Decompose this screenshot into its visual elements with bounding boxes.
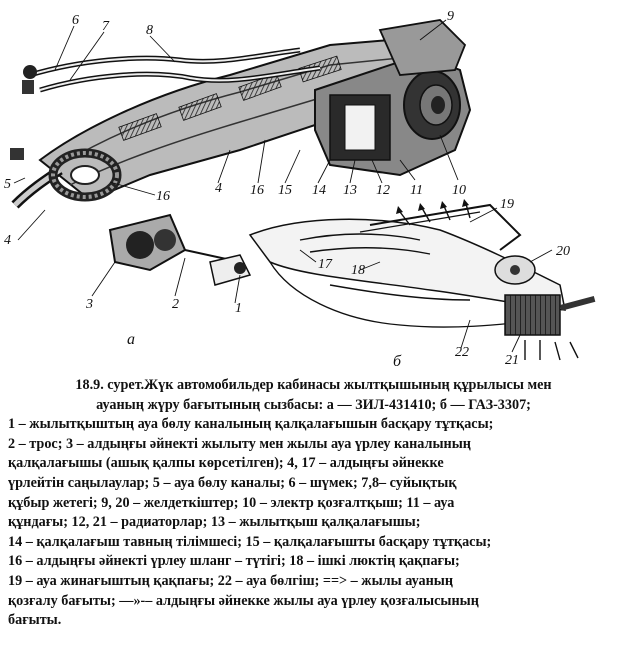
part-a-label: 12 <box>376 183 390 198</box>
part-a-label: 9 <box>447 9 454 24</box>
diagram-a <box>10 19 472 304</box>
part-a-label: 3 <box>85 297 93 312</box>
caption-line: қалқалағышы (ашық қалпы көрсетілген); 4,… <box>8 455 444 472</box>
part-b-label: 21 <box>505 353 519 368</box>
part-a-label: 15 <box>278 183 292 198</box>
part-b-label: 20 <box>556 244 570 259</box>
caption-line: 16 – алдыңғы әйнекті үрлеу шланг – түтіг… <box>8 553 460 570</box>
caption-line: 1 – жылытқыштың ауа бөлу каналының қалқа… <box>8 416 494 433</box>
part-a-label: 4 <box>4 233 11 248</box>
part-a-label: 1 <box>235 301 242 316</box>
part-a-label: 4 <box>215 181 222 196</box>
subfigure-a-label: а <box>127 331 135 348</box>
part-b-label: 18 <box>351 263 365 278</box>
part-a-label: 13 <box>343 183 357 198</box>
part-a-label: 16 <box>250 183 264 198</box>
caption-line: құбыр жетегі; 9, 20 – желдеткіштер; 10 –… <box>8 494 455 511</box>
caption-line: 14 – қалқалағыш тавның тілімшесі; 15 – қ… <box>8 533 492 550</box>
diagram-b <box>248 199 596 361</box>
part-b-label: 19 <box>500 197 514 212</box>
caption-body: 1 – жылытқыштың ауа бөлу каналының қалқа… <box>8 415 619 631</box>
figure-caption: 18.9. сурет.Жүк автомобильдер кабинасы ж… <box>8 376 619 631</box>
part-a-label: 5 <box>4 177 11 192</box>
part-a-label: 2 <box>172 297 179 312</box>
caption-line: қозғалу бағыты; —»-– алдыңғы әйнекке жыл… <box>8 592 479 609</box>
caption-line: бағыты. <box>8 612 62 629</box>
part-b-label: 17 <box>318 257 333 272</box>
part-a-label: 10 <box>452 183 466 198</box>
caption-line: үрлейтін саңылаулар; 5 – ауа бөлу каналы… <box>8 474 457 491</box>
part-b-label: 22 <box>455 345 469 360</box>
caption-line: 19 – ауа жинағыштың қақпағы; 22 – ауа бө… <box>8 572 454 589</box>
subfigure-b-label: б <box>393 353 402 370</box>
caption-title-line: ауаның жүру бағытының сызбасы: а — ЗИЛ-4… <box>96 396 531 413</box>
part-a-label: 16 <box>156 189 170 204</box>
part-a-label: 7 <box>102 19 110 34</box>
caption-title-line: 18.9. сурет.Жүк автомобильдер кабинасы ж… <box>75 377 552 393</box>
caption-title: 18.9. сурет.Жүк автомобильдер кабинасы ж… <box>8 376 619 415</box>
part-a-label: 11 <box>410 183 423 198</box>
part-a-label: 14 <box>312 183 326 198</box>
part-a-label: 8 <box>146 23 153 38</box>
caption-line: құндағы; 12, 21 – радиаторлар; 13 – жылы… <box>8 514 421 531</box>
part-a-label: 6 <box>72 13 79 28</box>
caption-line: 2 – трос; 3 – алдыңғы әйнекті жылыту мен… <box>8 435 471 452</box>
